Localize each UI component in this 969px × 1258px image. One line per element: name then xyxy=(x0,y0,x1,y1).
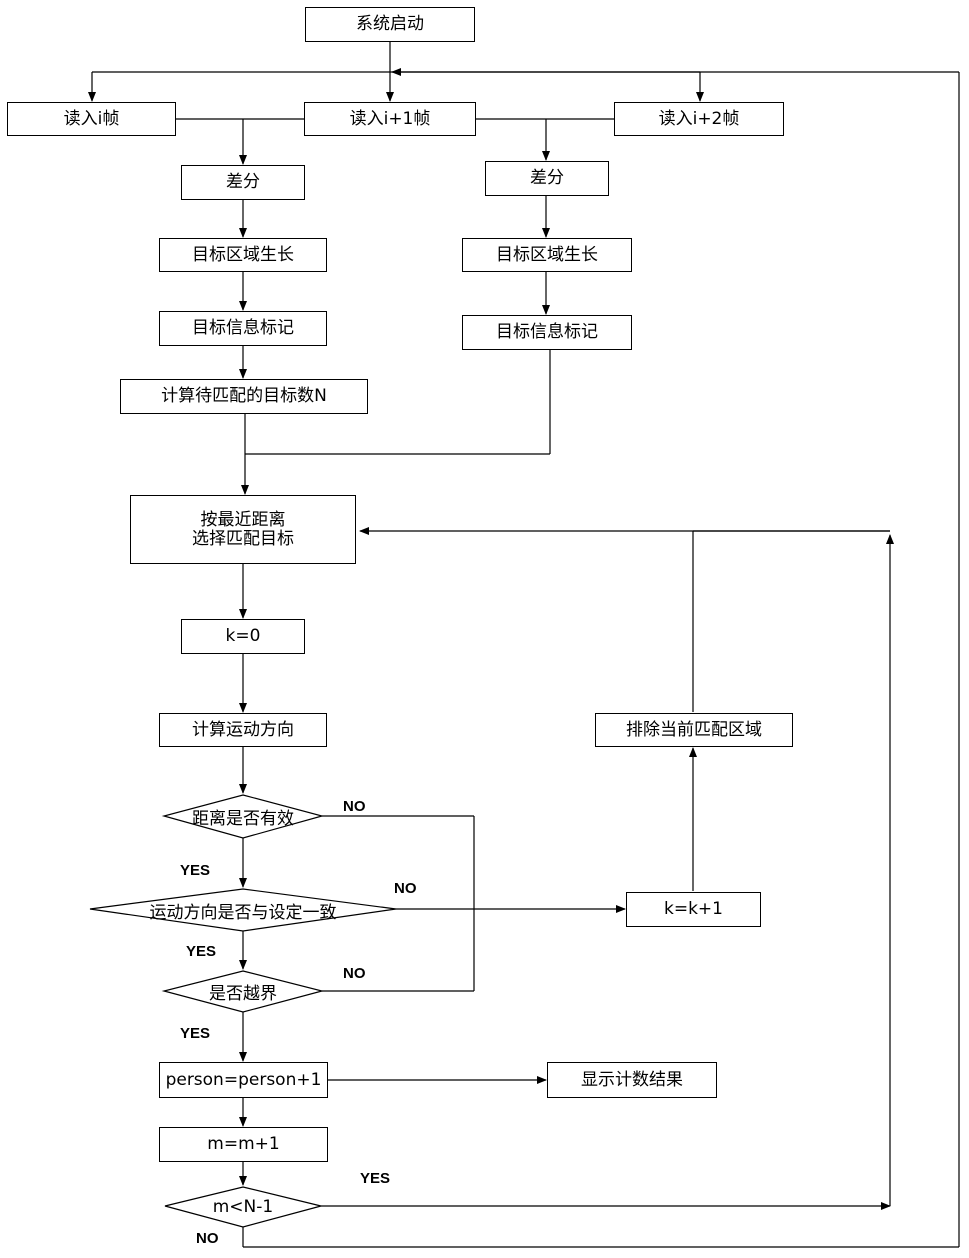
decision-m-cond: m<N-1 xyxy=(165,1187,321,1227)
m-increment-box: m=m+1 xyxy=(159,1127,328,1162)
diff-left-box: 差分 xyxy=(181,165,305,200)
person-increment-box: person=person+1 xyxy=(159,1062,328,1098)
read-frame-i1-box: 读入i+1帧 xyxy=(304,102,476,136)
k-zero-box: k=0 xyxy=(181,619,305,654)
k-increment-box: k=k+1 xyxy=(626,892,761,927)
exclude-area-box: 排除当前匹配区域 xyxy=(595,713,793,747)
label-yes-direction: YES xyxy=(186,943,216,960)
decision-dir-consistent: 运动方向是否与设定一致 xyxy=(90,889,396,931)
label-yes-boundary: YES xyxy=(180,1025,210,1042)
select-match-box: 按最近距离 选择匹配目标 xyxy=(130,495,356,564)
show-count-box: 显示计数结果 xyxy=(547,1062,717,1098)
label-no-direction: NO xyxy=(394,880,417,897)
start-box: 系统启动 xyxy=(305,7,475,42)
region-grow-right-box: 目标区域生长 xyxy=(462,238,632,272)
info-mark-left-box: 目标信息标记 xyxy=(159,311,327,346)
decision-out-of-bound: 是否越界 xyxy=(164,971,322,1012)
label-no-distance: NO xyxy=(343,798,366,815)
diff-right-box: 差分 xyxy=(485,161,609,196)
region-grow-left-box: 目标区域生长 xyxy=(159,238,327,272)
calc-direction-box: 计算运动方向 xyxy=(159,713,327,747)
label-yes-distance: YES xyxy=(180,862,210,879)
count-targets-box: 计算待匹配的目标数N xyxy=(120,379,368,414)
label-no-m: NO xyxy=(196,1230,219,1247)
label-yes-m: YES xyxy=(360,1170,390,1187)
decision-dist-valid: 距离是否有效 xyxy=(164,795,322,838)
info-mark-right-box: 目标信息标记 xyxy=(462,315,632,350)
read-frame-i-box: 读入i帧 xyxy=(7,102,176,136)
label-no-boundary: NO xyxy=(343,965,366,982)
read-frame-i2-box: 读入i+2帧 xyxy=(614,102,784,136)
